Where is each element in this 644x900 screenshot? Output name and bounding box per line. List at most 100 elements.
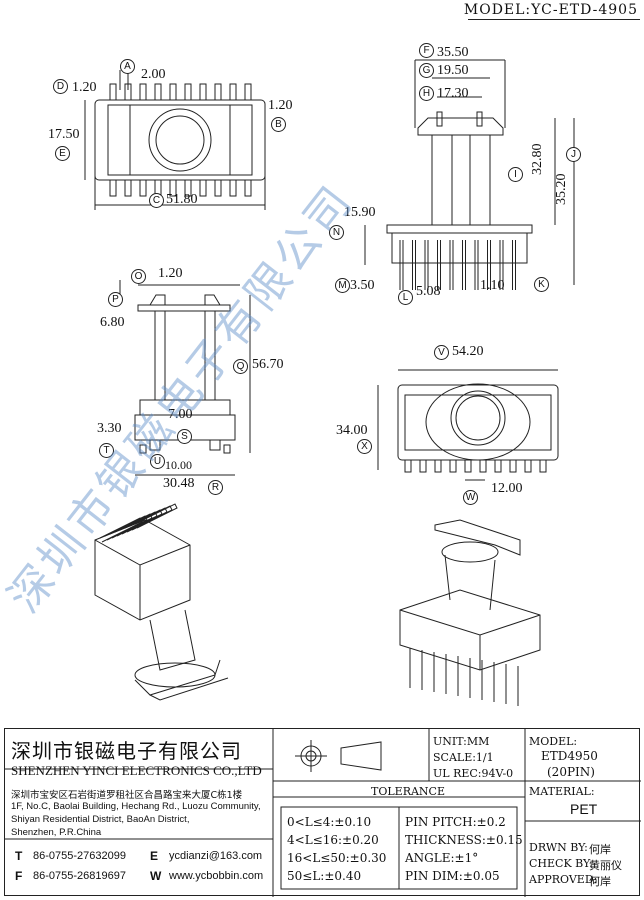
bottom-pin xyxy=(494,459,502,473)
front-view xyxy=(119,280,251,476)
bottom-pin xyxy=(539,459,547,473)
marker-e: E xyxy=(55,146,70,161)
dim-p: 6.80 xyxy=(100,315,125,330)
pin-lower xyxy=(169,179,177,197)
pin-upper xyxy=(244,83,252,101)
tol-left-0: 0<L≤4:±0.10 xyxy=(287,815,372,829)
dim-j: 35.20 xyxy=(554,173,569,206)
marker-t: T xyxy=(99,443,114,458)
address-cn: 深圳市宝安区石岩街道罗租社区合昌路宝来大厦C栋1楼 xyxy=(11,790,243,801)
material-value: PET xyxy=(570,801,598,817)
dim-w: 12.00 xyxy=(491,481,523,496)
marker-f: F xyxy=(419,43,434,58)
tol-right-3: PIN DIM:±0.05 xyxy=(405,869,500,883)
dim-t: 3.30 xyxy=(97,421,122,436)
fax-label: F xyxy=(15,869,23,883)
unit-text: UNIT:MM xyxy=(433,735,490,748)
dim-f: 35.50 xyxy=(437,45,469,60)
tol-right-0: PIN PITCH:±0.2 xyxy=(405,815,506,829)
tol-right-2: ANGLE:±1° xyxy=(405,851,479,865)
dim-s: 7.00 xyxy=(168,407,193,422)
projection-symbol-icon xyxy=(295,740,382,772)
marker-w: W xyxy=(463,490,478,505)
drwn-value: 何岸 xyxy=(589,843,611,856)
technical-drawing xyxy=(84,59,575,706)
marker-k: K xyxy=(534,277,549,292)
marker-i: I xyxy=(508,167,523,182)
bottom-pin xyxy=(449,459,457,473)
dimension-layer: 1.20 2.00 1.20 17.50 51.80 35.50 19.50 1… xyxy=(48,43,581,505)
tolerance-title: TOLERANCE xyxy=(371,785,445,798)
model-value: ETD4950 xyxy=(541,749,598,763)
web-label: W xyxy=(150,869,162,883)
marker-d: D xyxy=(53,79,68,94)
bottom-pin xyxy=(404,459,412,473)
company-name-cn: 深圳市银磁电子有限公司 xyxy=(11,739,242,763)
tol-right-1: THICKNESS:±0.15 xyxy=(405,833,523,847)
marker-x: X xyxy=(357,439,372,454)
bottom-pin xyxy=(524,459,532,473)
isometric-right-view xyxy=(399,519,541,706)
tol-left-1: 4<L≤16:±0.20 xyxy=(287,833,379,847)
pin-upper xyxy=(139,83,147,101)
bottom-pin xyxy=(464,459,472,473)
bottom-pin xyxy=(419,459,427,473)
email-value[interactable]: ycdianzi@163.com xyxy=(169,850,263,862)
address-en-1: 1F, No.C, Baolai Building, Hechang Rd., … xyxy=(11,801,261,812)
pin-upper xyxy=(169,83,177,101)
dim-r: 30.48 xyxy=(163,476,195,491)
dim-n: 15.90 xyxy=(344,205,376,220)
ul-text: UL REC:94V-0 xyxy=(433,767,514,780)
pin-lower xyxy=(139,179,147,197)
dim-x: 34.00 xyxy=(336,423,368,438)
marker-v: V xyxy=(434,345,449,360)
marker-b: B xyxy=(271,117,286,132)
address-en-2: Shiyan Residential District, BaoAn Distr… xyxy=(11,814,190,825)
tol-left-2: 16<L≤50:±0.30 xyxy=(287,851,387,865)
marker-c: C xyxy=(149,193,164,208)
marker-p: P xyxy=(108,292,123,307)
dim-h: 17.30 xyxy=(437,86,469,101)
material-label: MATERIAL: xyxy=(529,785,595,798)
dim-o: 1.20 xyxy=(158,266,183,281)
dim-q: 56.70 xyxy=(252,357,284,372)
tel-label: T xyxy=(15,849,23,863)
email-label: E xyxy=(150,849,159,863)
check-value: 黄丽仪 xyxy=(589,859,622,872)
scale-text: SCALE:1/1 xyxy=(433,751,494,764)
iso-fin xyxy=(134,503,178,529)
pin-lower xyxy=(124,179,132,197)
top-view xyxy=(84,70,266,210)
bottom-pin xyxy=(479,459,487,473)
pin-lower xyxy=(214,179,222,197)
dim-e: 17.50 xyxy=(48,127,80,142)
side-view xyxy=(364,59,575,290)
header-rule xyxy=(468,19,640,20)
check-label: CHECK BY: xyxy=(529,857,593,870)
web-value[interactable]: www.ycbobbin.com xyxy=(169,870,264,882)
bottom-pin xyxy=(509,459,517,473)
tel-value: 86-0755-27632099 xyxy=(33,850,126,862)
fax-value: 86-0755-26819697 xyxy=(33,870,126,882)
marker-j: J xyxy=(566,147,581,162)
pin-lower xyxy=(244,179,252,197)
tol-left-3: 50≤L:±0.40 xyxy=(287,869,362,883)
pin-lower xyxy=(184,179,192,197)
marker-n: N xyxy=(329,225,344,240)
pin-lower xyxy=(229,179,237,197)
dim-i: 32.80 xyxy=(530,143,545,176)
bottom-view xyxy=(377,369,559,481)
marker-l: L xyxy=(398,290,413,305)
marker-h: H xyxy=(419,86,434,101)
marker-s: S xyxy=(177,429,192,444)
address-en-3: Shenzhen, P.R.China xyxy=(11,827,102,838)
dim-a: 2.00 xyxy=(141,67,166,82)
company-name-en: SHENZHEN YINCI ELECTRONICS CO.,LTD xyxy=(11,763,262,778)
pin-upper xyxy=(109,83,117,101)
dim-l: 5.08 xyxy=(416,284,441,299)
title-block: 深圳市银磁电子有限公司 SHENZHEN YINCI ELECTRONICS C… xyxy=(4,728,641,897)
marker-u: U xyxy=(150,454,165,469)
pin-upper xyxy=(214,83,222,101)
dim-k: 1.10 xyxy=(480,278,505,293)
dim-c: 51.80 xyxy=(166,192,198,207)
